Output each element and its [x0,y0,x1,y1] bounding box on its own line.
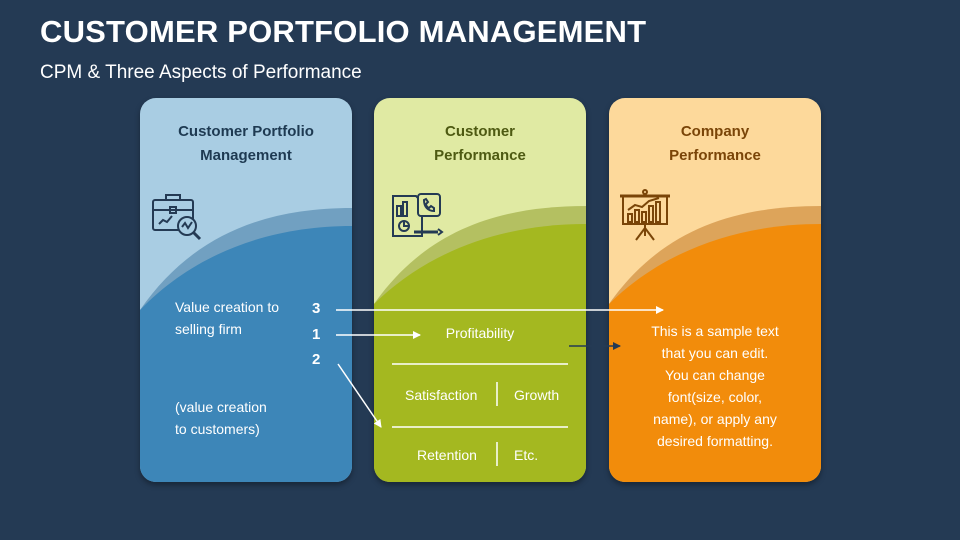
report-phone-icon [392,193,444,237]
card-title: Customer Performance [434,123,526,164]
satisfaction-label: Satisfaction [405,387,478,403]
card-customer-performance: Customer Performance Profitability Satis… [374,98,586,482]
profitability-label: Profitability [445,325,515,341]
presentation-chart-icon [620,189,670,241]
number-1: 1 [312,326,321,343]
growth-label: Growth [514,387,560,403]
card-background [374,98,586,482]
retention-label: Retention [417,447,477,463]
card-background [609,98,821,482]
card-customer-portfolio-management: Customer Portfolio Management Value crea… [140,98,352,482]
briefcase-analytics-icon [152,194,202,241]
card-company-performance: Company Performance This is a sample tex… [609,98,821,482]
number-2: 2 [312,351,321,368]
page-title: CUSTOMER PORTFOLIO MANAGEMENT [40,14,647,49]
page-subtitle: CPM & Three Aspects of Performance [40,62,362,83]
sample-text-block: This is a sample text that you can edit.… [651,323,779,449]
card-background [140,98,352,482]
card-title: Company Performance [669,123,761,164]
value-creation-customers-text: (value creation to customers) [175,399,267,437]
number-3: 3 [312,300,321,317]
card-title: Customer Portfolio Management [178,123,314,164]
value-creation-selling-text: Value creation to selling firm [175,299,280,337]
etc-label: Etc. [514,447,539,463]
